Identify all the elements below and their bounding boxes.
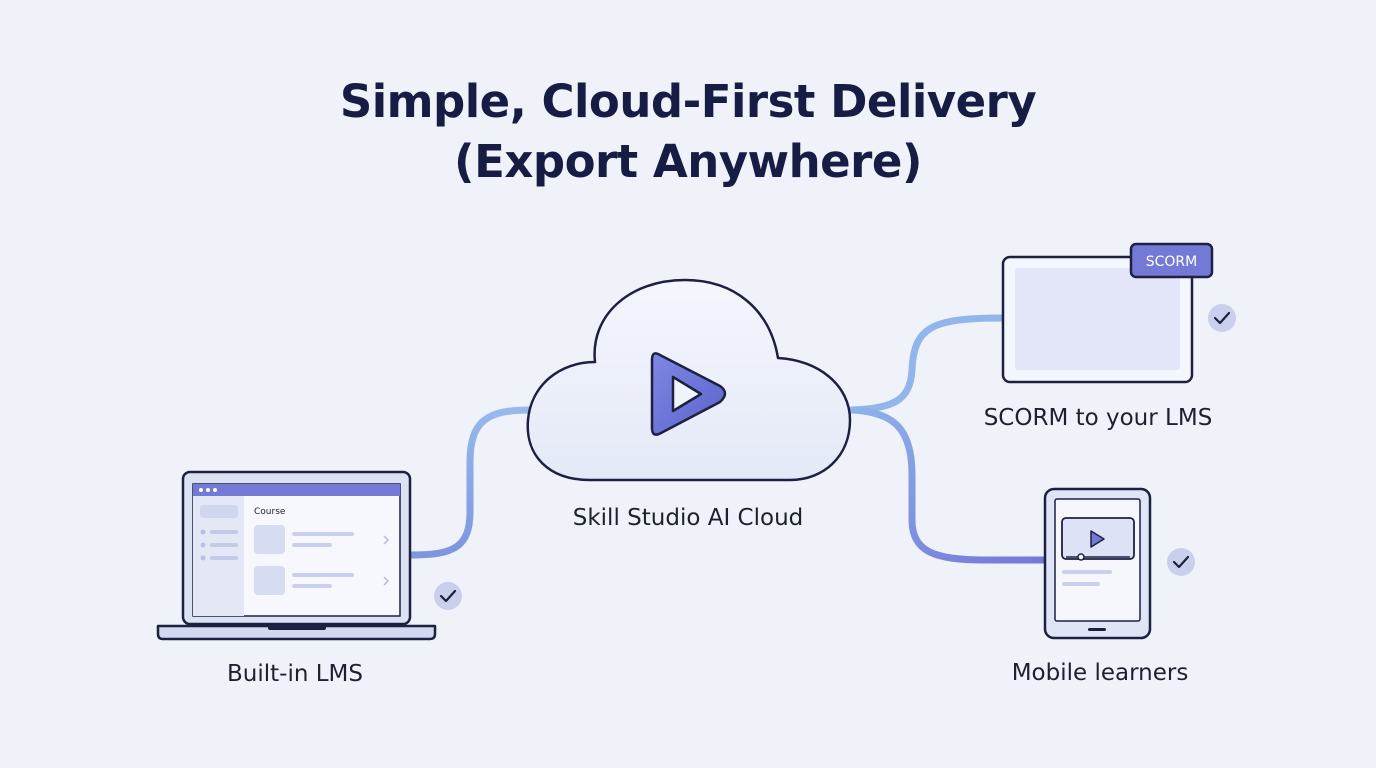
lms-check-icon <box>434 582 462 610</box>
tablet-icon <box>1043 487 1152 640</box>
page-title-line-2: (Export Anywhere) <box>454 135 922 188</box>
tablet-play-icon <box>1090 530 1105 548</box>
laptop-icon: Course <box>156 470 437 641</box>
cloud-node <box>526 278 852 482</box>
cloud-label: Skill Studio AI Cloud <box>572 505 804 531</box>
scorm-badge: SCORM <box>1129 242 1214 279</box>
scorm-label: SCORM to your LMS <box>983 405 1213 431</box>
page-title-line-1: Simple, Cloud-First Delivery <box>339 75 1037 128</box>
play-icon <box>650 352 727 436</box>
connector-cloud-to-mobile <box>848 406 1049 564</box>
scorm-badge-label: SCORM <box>1146 254 1198 270</box>
mobile-label: Mobile learners <box>1011 660 1189 686</box>
window-icon <box>1001 255 1194 384</box>
laptop-course-heading: Course <box>254 507 286 517</box>
scorm-check-icon <box>1208 304 1236 332</box>
lms-label: Built-in LMS <box>227 661 363 687</box>
mobile-check-icon <box>1167 548 1195 576</box>
connector-cloud-to-scorm <box>848 314 1006 414</box>
connector-cloud-to-lms <box>408 406 534 559</box>
connectors <box>408 314 1049 564</box>
